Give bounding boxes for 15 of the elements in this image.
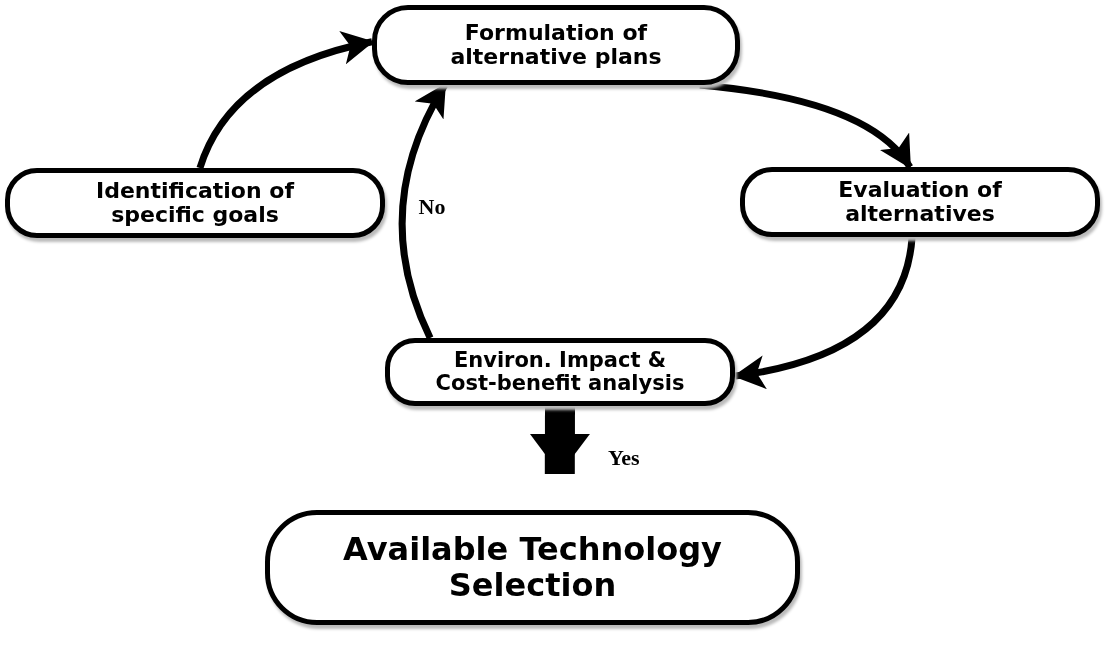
- rounded-process-box: [385, 338, 735, 406]
- box-label: Evaluation of alternatives: [837, 177, 1003, 227]
- rounded-process-box: [372, 5, 740, 85]
- rounded-process-box: [265, 510, 800, 625]
- rounded-process-box: [5, 168, 385, 238]
- box-label: Formulation of alternative plans: [449, 20, 663, 70]
- curved-arrow: [699, 81, 913, 169]
- curved-arrow: [733, 236, 916, 389]
- box-label: Environ. Impact & Cost-benefit analysis: [434, 348, 686, 396]
- box-label: Identification of specific goals: [95, 178, 296, 228]
- rounded-process-box: [740, 167, 1100, 237]
- curved-arrow: [398, 83, 448, 340]
- box-label: Available Technology Selection: [342, 532, 723, 603]
- block-arrow: [529, 405, 590, 474]
- curved-arrow: [196, 31, 374, 170]
